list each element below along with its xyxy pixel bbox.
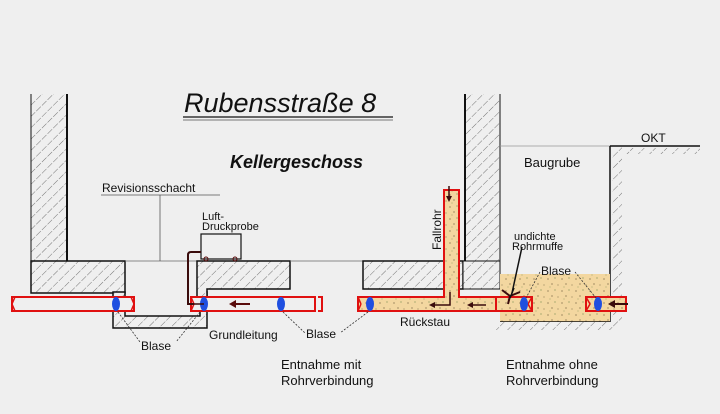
label-luft-2: Druckprobe bbox=[202, 221, 259, 233]
inflow-arrow-icon bbox=[608, 300, 615, 308]
label-revisionsschacht: Revisionsschacht bbox=[102, 181, 196, 195]
bubble-baugrube-2 bbox=[594, 297, 602, 311]
label-luft-1: Luft- bbox=[202, 211, 224, 223]
leader-lines bbox=[117, 271, 597, 343]
bubble-baugrube-1 bbox=[520, 297, 528, 311]
label-entnahme-mit-2: Rohrverbindung bbox=[281, 373, 374, 388]
pipe-rueckstau bbox=[357, 292, 497, 312]
left-wall bbox=[30, 94, 126, 294]
label-entnahme-ohne-1: Entnahme ohne bbox=[506, 357, 598, 372]
label-undichte-1: undichte bbox=[514, 231, 556, 243]
label-rueckstau: Rückstau bbox=[400, 315, 450, 329]
bubble-rueckstau bbox=[366, 297, 374, 311]
diagram-title: Rubensstraße 8 bbox=[184, 88, 376, 118]
luft-druckprobe: Luft- Druckprobe bbox=[187, 211, 259, 305]
right-wall bbox=[362, 94, 501, 290]
middle-slab-left bbox=[196, 260, 363, 301]
diagram-subtitle: Kellergeschoss bbox=[230, 152, 363, 172]
label-baugrube: Baugrube bbox=[524, 155, 580, 170]
label-grundleitung: Grundleitung bbox=[209, 328, 278, 342]
label-okt: OKT bbox=[641, 131, 666, 145]
label-blase-mid: Blase bbox=[306, 327, 336, 341]
bubble-left bbox=[112, 297, 120, 311]
baugrube: Baugrube OKT bbox=[495, 131, 700, 330]
label-entnahme-ohne-2: Rohrverbindung bbox=[506, 373, 599, 388]
pipe-left bbox=[11, 296, 135, 312]
label-entnahme-mit-1: Entnahme mit bbox=[281, 357, 362, 372]
flow-arrow-icon bbox=[229, 300, 236, 308]
label-blase-left: Blase bbox=[141, 339, 171, 353]
title-block: Rubensstraße 8 bbox=[183, 88, 393, 121]
label-blase-right: Blase bbox=[541, 264, 571, 278]
label-undichte-2: Rohrmuffe bbox=[512, 241, 563, 253]
pipe-baugrube bbox=[495, 246, 628, 312]
pipe-grundleitung bbox=[190, 296, 323, 312]
label-fallrohr: Fallrohr bbox=[430, 209, 444, 250]
bubble-grundleitung-2 bbox=[277, 297, 285, 311]
